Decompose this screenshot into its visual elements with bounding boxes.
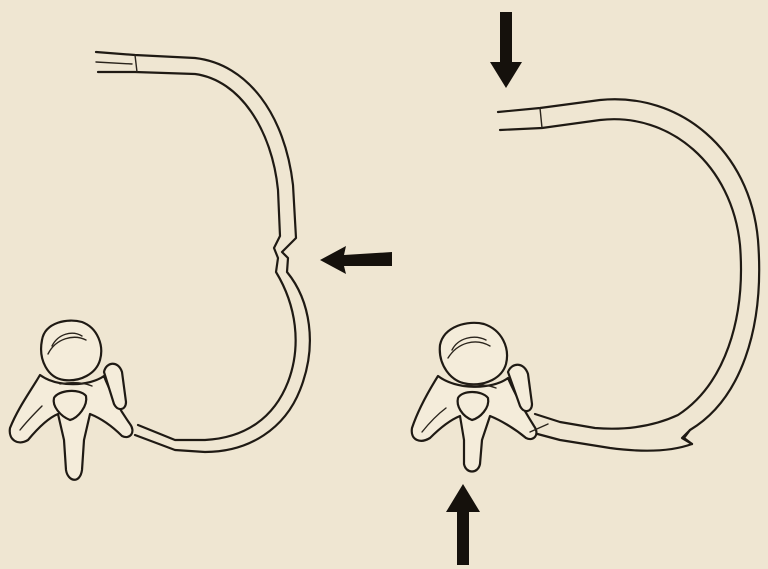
arrow-left-icon: [320, 246, 392, 274]
arrow-down-icon: [490, 12, 522, 88]
left-rib-end-line: [96, 62, 132, 64]
right-rib-fracture-step: [682, 430, 692, 444]
right-vertebral-body: [440, 323, 507, 384]
right-panel: [412, 12, 759, 565]
right-rib-inner-edge: [500, 119, 741, 428]
arrow-up-icon: [446, 484, 480, 565]
right-rib-outer-edge: [498, 99, 759, 450]
left-vertebra-icon: [10, 321, 133, 480]
left-rib-costal-joint: [135, 55, 137, 72]
left-rib-inner-edge: [98, 72, 296, 440]
right-rib-costal-joint: [540, 108, 542, 128]
right-vertebra-icon: [412, 323, 548, 472]
left-panel: [10, 52, 392, 480]
left-rib-outer-edge: [96, 52, 310, 452]
